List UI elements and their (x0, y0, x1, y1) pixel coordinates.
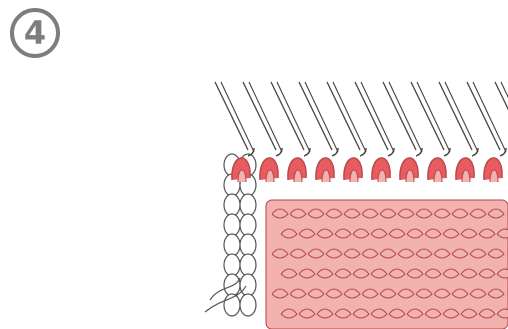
edge-loop (240, 234, 256, 256)
edge-loop (240, 254, 256, 276)
needle-shaft (445, 82, 478, 152)
fabric-loop (462, 170, 470, 182)
needle-shaft (249, 82, 282, 152)
fabric-loop (266, 170, 274, 182)
edge-loop (224, 194, 240, 216)
fabric-loop (238, 170, 246, 182)
edge-loop (224, 234, 240, 256)
edge-loop (224, 214, 240, 236)
edge-loop (224, 254, 240, 276)
needle-shaft (473, 82, 506, 152)
edge-loop (240, 294, 256, 316)
edge-loop (240, 214, 256, 236)
needle-shaft (215, 82, 248, 150)
needle-shaft (221, 82, 254, 152)
fabric-loop (322, 170, 330, 182)
needle-shaft (333, 82, 366, 152)
needle-shaft (305, 82, 338, 152)
edge-loop (240, 274, 256, 296)
edge-loop (224, 274, 240, 296)
edge-loop (240, 194, 256, 216)
fabric-loop (350, 170, 358, 182)
needle-shaft (389, 82, 422, 152)
fabric-loop (490, 170, 498, 182)
fabric-loop (378, 170, 386, 182)
machine-needles (215, 82, 508, 152)
fabric-loop (294, 170, 302, 182)
needle-shaft (277, 82, 310, 152)
white-edge-stitches (205, 154, 256, 316)
needle-shaft (417, 82, 450, 152)
needle-shaft (361, 82, 394, 152)
fabric-loop (406, 170, 414, 182)
fabric-loop (434, 170, 442, 182)
needle-hooks-with-loops (232, 148, 508, 182)
needle-shaft (501, 82, 508, 152)
